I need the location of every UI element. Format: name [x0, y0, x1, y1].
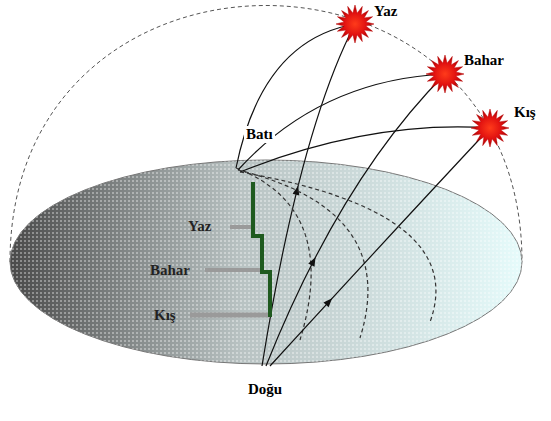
season-sun-label: Kış	[512, 104, 538, 121]
shadow-label: Yaz	[186, 218, 213, 235]
night-path	[240, 172, 436, 322]
rising-path	[262, 24, 355, 366]
sun-paths	[236, 24, 490, 366]
shadow-label: Kış	[152, 307, 178, 324]
pole	[253, 182, 270, 317]
summer-shadow	[230, 225, 253, 229]
setting-path	[240, 127, 490, 172]
direction-arrow	[293, 185, 302, 195]
setting-path	[238, 74, 445, 170]
sun-symbol	[471, 109, 509, 147]
season-sun-label: Yaz	[372, 3, 399, 20]
shadow-pole	[190, 182, 270, 317]
rising-path	[266, 74, 445, 366]
suns	[336, 5, 509, 147]
rising-path	[270, 128, 490, 366]
shadow-label: Bahar	[148, 262, 192, 279]
season-sun-label: Bahar	[462, 52, 506, 69]
winter-shadow	[190, 313, 270, 318]
spring-shadow	[205, 268, 262, 272]
direction-label: Batı	[244, 126, 275, 143]
direction-arrow	[323, 296, 334, 307]
ground-texture	[10, 160, 522, 364]
sun-symbol	[426, 55, 464, 93]
setting-path	[236, 24, 355, 168]
direction-arrow	[308, 256, 318, 267]
direction-label: Doğu	[246, 381, 284, 398]
sun-symbol	[336, 5, 374, 43]
ground-plane	[10, 160, 522, 364]
